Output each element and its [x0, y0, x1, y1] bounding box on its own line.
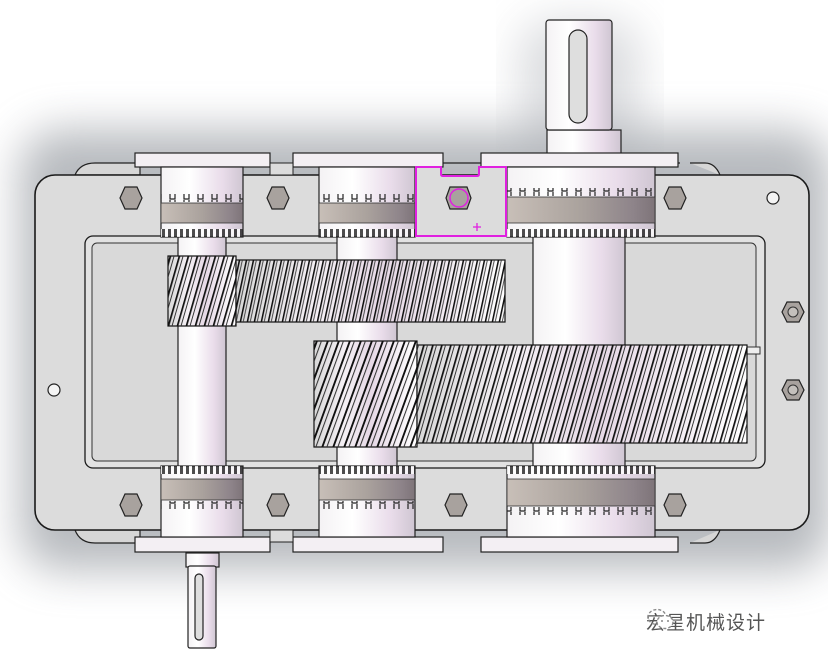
bearing-input-top[interactable] [160, 166, 244, 238]
nut-icon [781, 379, 805, 401]
watermark: 宏星机械设计 [646, 606, 766, 636]
keyway-icon [568, 29, 588, 124]
bearing-output-bottom[interactable] [506, 465, 656, 538]
second-stage-gear[interactable] [416, 344, 748, 444]
bottom-bearings[interactable] [160, 465, 656, 538]
gears[interactable] [167, 255, 748, 448]
bearing-input-bottom[interactable] [160, 465, 244, 538]
origin-marker-icon [473, 223, 481, 231]
first-stage-pinion[interactable] [167, 255, 237, 327]
bolt-icon [266, 186, 290, 210]
top-bearing-caps[interactable] [134, 152, 679, 176]
input-shaft-end[interactable] [185, 552, 220, 649]
keyway-icon [194, 573, 204, 641]
bearing-intermediate-top[interactable] [318, 166, 416, 238]
bolt-icon [444, 493, 468, 517]
bolt-icon [266, 493, 290, 517]
bolt-icon [119, 186, 143, 210]
bolt-icon [663, 493, 687, 517]
bearing-intermediate-bottom[interactable] [318, 465, 416, 538]
bolt-icon [119, 493, 143, 517]
bolt-icon [663, 186, 687, 210]
selected-inspection-plate[interactable] [415, 166, 507, 237]
nut-icon [781, 301, 805, 323]
top-bearings[interactable] [160, 166, 656, 238]
wechat-icon [647, 608, 674, 630]
watermark-text: 宏星机械设计 [646, 611, 767, 634]
bolts[interactable] [119, 186, 805, 517]
dowel-hole-icon [766, 191, 780, 205]
bearing-output-top[interactable] [506, 166, 656, 238]
first-stage-gear[interactable] [235, 259, 506, 323]
dowel-hole-icon [47, 383, 61, 397]
second-stage-pinion[interactable] [313, 340, 418, 448]
bottom-bearing-caps[interactable] [134, 529, 679, 553]
output-shaft-end[interactable] [545, 19, 622, 156]
